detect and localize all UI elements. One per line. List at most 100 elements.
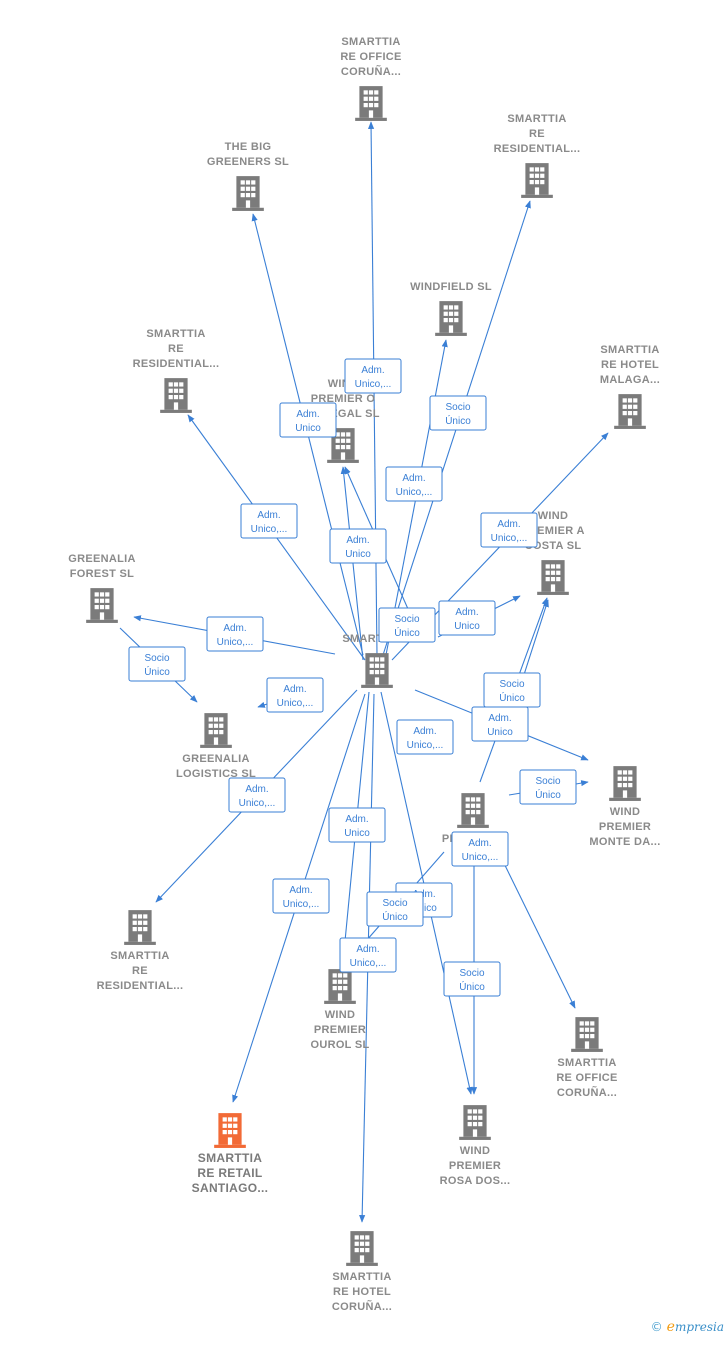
- relation-label-text: Socio: [144, 653, 169, 664]
- relation-label-text: Unico,...: [239, 798, 276, 809]
- company-name-line: RE: [529, 128, 545, 140]
- relation-label[interactable]: Adm.Unico,...: [451, 831, 509, 867]
- relation-label-text: Adm.: [402, 473, 425, 484]
- building-icon: [324, 969, 356, 1004]
- company-name-line: SANTIAGO...: [192, 1181, 269, 1195]
- company-name-line: SMARTTIA: [557, 1057, 616, 1069]
- relation-label[interactable]: Adm.Unico: [438, 600, 496, 636]
- relation-label-text: Adm.: [345, 814, 368, 825]
- relation-label-text: Unico: [295, 423, 321, 434]
- relation-label[interactable]: Adm.Unico,...: [240, 503, 298, 539]
- relation-label[interactable]: Adm.Unico,...: [228, 777, 286, 813]
- company-name-line: RESIDENTIAL...: [494, 143, 581, 155]
- building-icon: [571, 1017, 603, 1052]
- copyright-icon: ©: [650, 1320, 663, 1334]
- building-icon: [459, 1105, 491, 1140]
- brand-initial: e: [666, 1319, 675, 1335]
- relation-label-text: Adm.: [413, 726, 436, 737]
- relation-label-text: Unico: [487, 727, 513, 738]
- company-name-line: SMARTTIA: [146, 328, 205, 340]
- company-name-line: RE RETAIL: [197, 1166, 262, 1180]
- relation-label-text: Unico,...: [283, 899, 320, 910]
- company-node-resid-top[interactable]: SMARTTIARERESIDENTIAL...: [494, 113, 581, 198]
- building-icon: [521, 163, 553, 198]
- company-name-line: SMARTTIA: [332, 1271, 391, 1283]
- building-icon: [537, 560, 569, 595]
- relation-label[interactable]: Adm.Unico,...: [272, 878, 330, 914]
- relation-label-text: Socio: [459, 968, 484, 979]
- relation-label-text: Adm.: [296, 409, 319, 420]
- relation-label-text: Unico: [411, 903, 437, 914]
- relation-label-text: Socio: [445, 402, 470, 413]
- company-name-line: PREMIER: [449, 1160, 501, 1172]
- relation-label-text: Unico,...: [277, 698, 314, 709]
- company-name-line: THE BIG: [225, 141, 272, 153]
- relation-label-text: Único: [394, 626, 420, 639]
- company-name-line: LOGISTICS SL: [176, 768, 256, 780]
- company-name-line: SMARTTIA: [341, 36, 400, 48]
- relation-label-text: Adm.: [412, 889, 435, 900]
- company-name-line: PREMIER: [314, 1024, 366, 1036]
- relation-label-text: Unico: [344, 828, 370, 839]
- relation-label[interactable]: Adm.Unico,...: [480, 512, 538, 548]
- relation-label-text: Adm.: [257, 510, 280, 521]
- relation-label-text: Adm.: [283, 684, 306, 695]
- company-node-resid-low[interactable]: SMARTTIARERESIDENTIAL...: [97, 910, 184, 992]
- company-node-ourol[interactable]: WIND PREMIER OUROL SL: [310, 969, 369, 1051]
- relation-label-text: Adm.: [488, 713, 511, 724]
- relation-label[interactable]: Adm.Unico,...: [344, 358, 402, 394]
- relation-label-text: Único: [535, 788, 561, 801]
- relation-label-text: Unico,...: [407, 740, 444, 751]
- company-name-line: RE: [168, 343, 184, 355]
- relation-label-text: Unico,...: [396, 487, 433, 498]
- building-icon: [160, 378, 192, 413]
- relation-label[interactable]: Adm. Unico,...: [396, 719, 454, 755]
- relation-label-text: Adm.: [346, 535, 369, 546]
- relation-label[interactable]: Adm.Unico,...: [206, 616, 264, 652]
- relation-label-text: Único: [144, 665, 170, 678]
- company-node-windfield[interactable]: WINDFIELD SL: [410, 281, 492, 336]
- relation-label[interactable]: Adm. Unico: [328, 807, 386, 843]
- relation-label-text: Socio: [394, 614, 419, 625]
- company-name-line: OUROL SL: [310, 1039, 369, 1051]
- company-name-line: WIND: [610, 806, 641, 818]
- relation-label-text: Único: [459, 980, 485, 993]
- brand-name: mpresia: [674, 1320, 724, 1334]
- company-node-big-greeners[interactable]: THE BIG GREENERS SL: [207, 141, 289, 211]
- relation-label[interactable]: Adm. Unico: [471, 706, 529, 742]
- company-node-resid-left[interactable]: SMARTTIA RE RESIDENTIAL...: [133, 328, 220, 413]
- relation-label[interactable]: Adm. Unico: [279, 402, 337, 438]
- company-name-line: GREENERS SL: [207, 156, 289, 168]
- building-icon: [86, 588, 118, 623]
- relation-label[interactable]: Adm. Unico,...: [266, 677, 324, 713]
- relation-label[interactable]: Adm.Unico: [329, 528, 387, 564]
- relation-label[interactable]: Adm.Unico,...: [339, 937, 397, 973]
- company-name-line: RE: [132, 965, 148, 977]
- company-name-line: WIND: [325, 1009, 356, 1021]
- relation-label-text: Adm.: [497, 519, 520, 530]
- relation-label-text: Adm.: [361, 365, 384, 376]
- company-name-line: CORUÑA...: [341, 65, 401, 78]
- company-name-line: RE OFFICE: [556, 1072, 617, 1084]
- relation-label-text: Adm.: [356, 944, 379, 955]
- company-name-line: RESIDENTIAL...: [133, 358, 220, 370]
- relation-label-text: Adm.: [223, 623, 246, 634]
- relation-label[interactable]: Adm. Unico,...: [385, 466, 443, 502]
